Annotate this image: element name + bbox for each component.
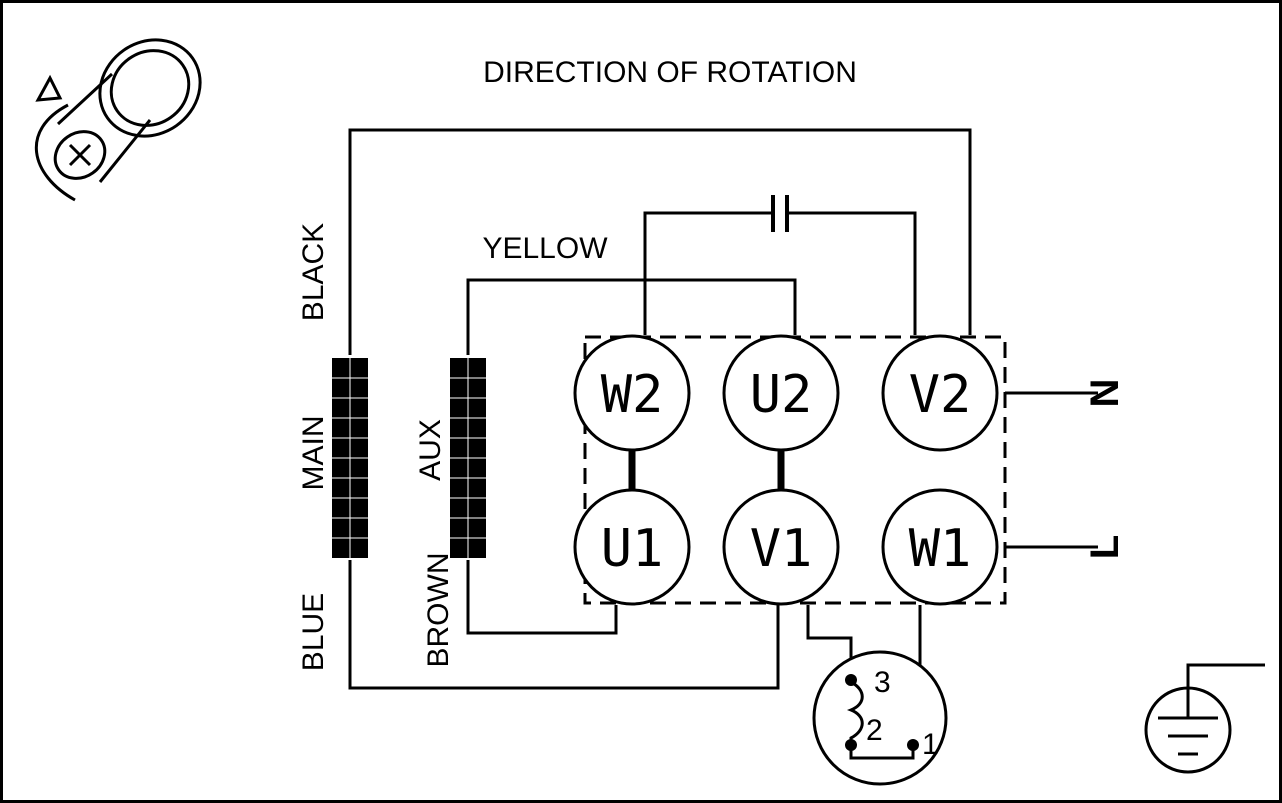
terminal-u1-ring bbox=[573, 488, 691, 606]
capacitor-lead-left bbox=[643, 211, 773, 335]
label-brown: BROWN bbox=[422, 553, 455, 668]
terminal-u1: U1 bbox=[601, 519, 664, 579]
label-neutral: N bbox=[1083, 379, 1127, 408]
protector-pin-3: 3 bbox=[874, 666, 891, 699]
capacitor-icon bbox=[771, 195, 789, 232]
label-blue: BLUE bbox=[297, 593, 330, 671]
protector-pin-1: 1 bbox=[922, 728, 939, 761]
protector-pin-2: 2 bbox=[866, 714, 883, 747]
terminal-links bbox=[628, 450, 785, 492]
main-winding bbox=[332, 358, 368, 558]
title: DIRECTION OF ROTATION bbox=[483, 56, 857, 89]
yellow-wire bbox=[466, 278, 797, 355]
capacitor-lead-right bbox=[787, 211, 917, 335]
terminal-w2: W2 bbox=[601, 365, 664, 425]
terminal-u2-ring bbox=[722, 334, 840, 452]
terminal-w2-ring bbox=[573, 334, 691, 452]
terminal-w1-ring bbox=[881, 488, 999, 606]
blue-wire bbox=[348, 560, 780, 690]
brown-wire bbox=[466, 560, 618, 635]
label-line: L bbox=[1083, 535, 1127, 559]
terminal-u2: U2 bbox=[750, 365, 813, 425]
terminal-w1: W1 bbox=[909, 519, 972, 579]
label-aux: AUX bbox=[414, 419, 447, 481]
terminal-v1: V1 bbox=[750, 519, 813, 579]
aux-winding bbox=[450, 358, 486, 558]
terminal-v1-ring bbox=[722, 488, 840, 606]
label-main: MAIN bbox=[297, 416, 330, 491]
protector-contacts bbox=[845, 674, 919, 751]
rotation-shaft-icon bbox=[34, 38, 202, 202]
terminal-v2-ring bbox=[881, 334, 999, 452]
label-yellow: YELLOW bbox=[482, 232, 608, 265]
label-black: BLACK bbox=[297, 223, 330, 321]
terminal-v2: V2 bbox=[909, 365, 972, 425]
black-wire bbox=[348, 128, 972, 355]
ground-icon bbox=[1144, 663, 1265, 774]
